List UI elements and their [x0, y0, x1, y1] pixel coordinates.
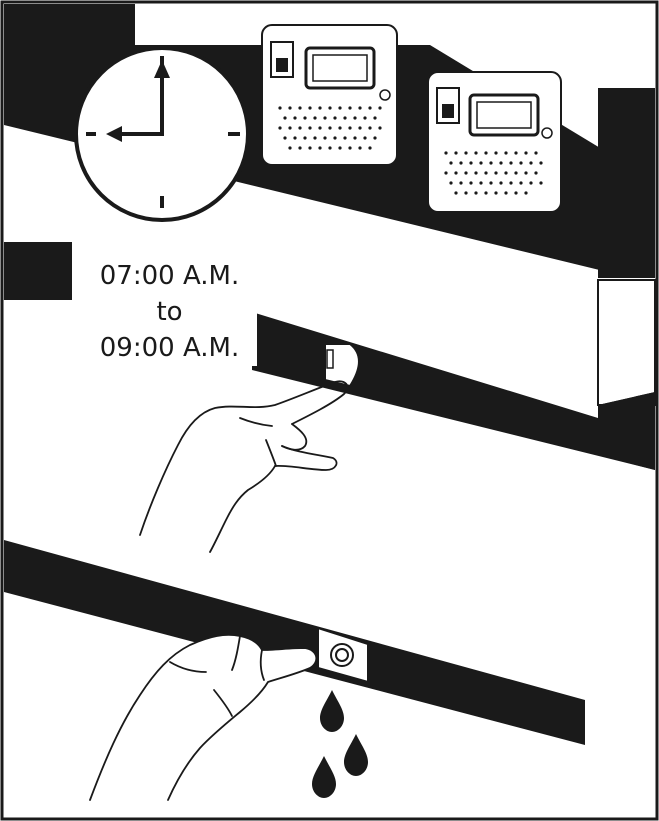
- water-drop-icon: [320, 690, 344, 732]
- clock-icon: [74, 46, 250, 222]
- cabinet-top-left: [4, 4, 135, 45]
- schedule-label: 07:00 A.M. to 09:00 A.M.: [82, 258, 257, 366]
- cabinet-right-edge: [598, 88, 655, 278]
- cabinet-mid-left: [4, 242, 72, 300]
- hand-icon: [139, 380, 349, 553]
- water-drop-icon: [344, 734, 368, 776]
- end-time: 09:00 A.M.: [99, 333, 240, 363]
- cabinet-right-face: [597, 279, 656, 406]
- water-drop-icon: [312, 756, 336, 798]
- hand-icon: [89, 633, 318, 801]
- push-button-icon: [324, 343, 360, 388]
- control-panel-icon: [261, 24, 398, 166]
- start-time: 07:00 A.M.: [99, 261, 240, 291]
- cabinet-bottom-band: [4, 540, 585, 745]
- control-panel-icon: [427, 71, 562, 213]
- drain-valve-icon: [317, 626, 369, 684]
- cabinet-top-face: [320, 4, 655, 90]
- cabinet-mid-right: [598, 392, 655, 470]
- time-connector: to: [156, 297, 183, 327]
